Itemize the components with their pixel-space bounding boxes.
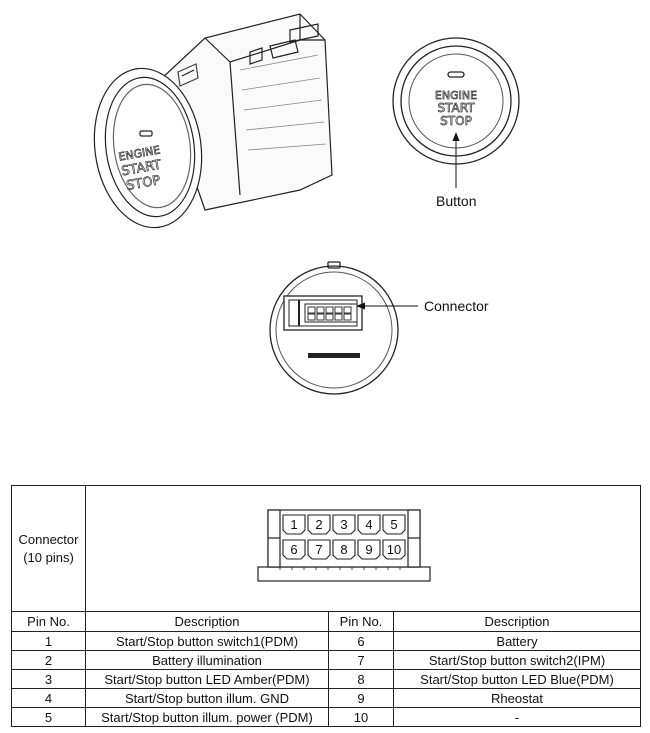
connector-diagram-cell: 1 2 3 4 5 6 7 8 9 10 (84, 485, 642, 612)
pin-number-cell: 3 (11, 669, 86, 689)
connector-pin-box (332, 539, 356, 560)
connector-pin-label: 9 (365, 542, 372, 557)
connector-pin-count: (10 pins) (23, 549, 74, 565)
connector-title-cell: Connector (10 pins) (11, 485, 86, 612)
button-front-view (392, 37, 520, 165)
connector-pin-box (332, 514, 356, 535)
connector-pin-label: 4 (365, 517, 372, 532)
header-description-left: Description (85, 611, 329, 632)
switch-perspective-view (93, 13, 333, 229)
connector-pin-label: 5 (390, 517, 397, 532)
pin-description-cell: Battery illumination (85, 650, 329, 670)
connector-pinout-diagram: 1 2 3 4 5 6 7 8 9 10 (257, 509, 431, 582)
table-row: 5 Start/Stop button illum. power (PDM) 1… (11, 707, 642, 727)
pin-number-cell: 7 (328, 650, 394, 670)
pin-number-cell: 10 (328, 707, 394, 727)
svg-text:ENGINE: ENGINE (435, 89, 477, 102)
table-row: 4 Start/Stop button illum. GND 9 Rheosta… (11, 688, 642, 708)
connector-pin-label: 7 (315, 542, 322, 557)
pin-description-cell: Rheostat (392, 688, 642, 708)
pin-number-cell: 9 (328, 688, 394, 708)
header-pin-no-right: Pin No. (328, 611, 394, 632)
switch-illustration: ENGINE START STOP ENGINE START STOP (93, 13, 520, 395)
pin-description-cell: Start/Stop button illum. GND (85, 688, 329, 708)
table-row: 3 Start/Stop button LED Amber(PDM) 8 Sta… (11, 669, 642, 689)
pin-number-cell: 8 (328, 669, 394, 689)
pin-number-cell: 6 (328, 631, 394, 651)
connector-pin-box (307, 514, 331, 535)
connector-pin-label: 1 (290, 517, 297, 532)
pin-number-cell: 2 (11, 650, 86, 670)
pin-description-cell: Start/Stop button illum. power (PDM) (85, 707, 329, 727)
switch-perspective-face-text: ENGINE START STOP (117, 143, 163, 194)
connector-pin-box (282, 514, 306, 535)
pin-description-cell: Start/Stop button LED Blue(PDM) (392, 669, 642, 689)
header-pin-no-left: Pin No. (11, 611, 86, 632)
connector-pins: 1 2 3 4 5 6 7 8 9 10 (282, 514, 406, 560)
connector-pin-box (282, 539, 306, 560)
button-leader-arrow (452, 132, 460, 188)
pin-description-cell: Start/Stop button switch1(PDM) (85, 631, 329, 651)
button-label: Button (436, 193, 477, 209)
connector-pin-box (382, 539, 406, 560)
connector-pin-label: 10 (387, 542, 401, 557)
connector-label: Connector (424, 298, 489, 314)
connector-pin-box (382, 514, 406, 535)
connector-pin-box (357, 514, 381, 535)
pin-description-cell: Battery (392, 631, 642, 651)
table-row: 1 Start/Stop button switch1(PDM) 6 Batte… (11, 631, 642, 651)
connector-pin-label: 2 (315, 517, 322, 532)
svg-text:START: START (437, 101, 475, 115)
rear-view (269, 261, 399, 395)
pin-number-cell: 4 (11, 688, 86, 708)
pin-number-cell: 1 (11, 631, 86, 651)
connector-title: Connector (18, 531, 79, 547)
table-header-row: Pin No. Description Pin No. Description (11, 611, 642, 632)
svg-text:STOP: STOP (125, 173, 162, 194)
connector-pin-label: 3 (340, 517, 347, 532)
connector-row: Connector (10 pins) 1 2 3 4 5 6 7 8 9 10 (11, 485, 642, 612)
connector-pin-box (357, 539, 381, 560)
svg-text:START: START (120, 158, 162, 180)
header-description-right: Description (392, 611, 642, 632)
connector-pin-box (307, 539, 331, 560)
svg-text:STOP: STOP (440, 114, 472, 128)
pin-description-cell: - (392, 707, 642, 727)
connector-pin-label: 6 (290, 542, 297, 557)
pin-number-cell: 5 (11, 707, 86, 727)
connector-leader-arrow (356, 302, 418, 310)
button-face-text: ENGINE START STOP (435, 89, 478, 129)
pin-description-cell: Start/Stop button switch2(IPM) (392, 650, 642, 670)
pin-description-cell: Start/Stop button LED Amber(PDM) (85, 669, 329, 689)
table-row: 2 Battery illumination 7 Start/Stop butt… (11, 650, 642, 670)
connector-pin-label: 8 (340, 542, 347, 557)
